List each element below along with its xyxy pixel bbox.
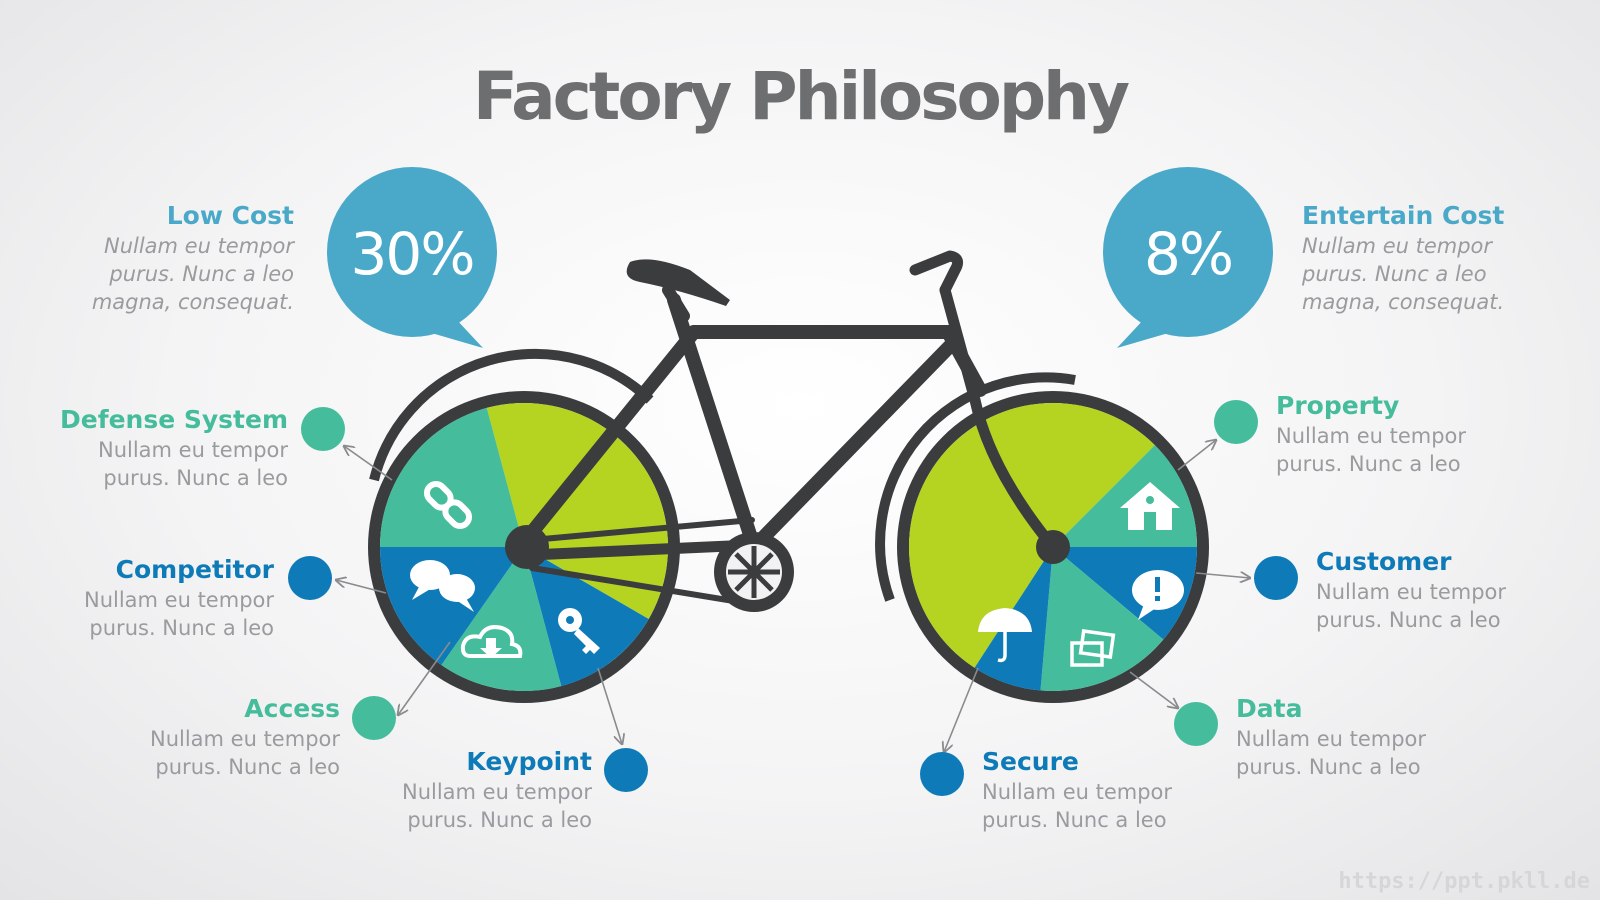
key-icon (558, 608, 600, 654)
entertain-cost-heading: Entertain Cost (1302, 201, 1505, 230)
property-label: Property Nullam eu tempor purus. Nunc a … (1276, 390, 1466, 478)
secure-desc: Nullam eu tempor purus. Nunc a leo (982, 780, 1173, 832)
defense-system-label: Defense System Nullam eu tempor purus. N… (60, 404, 288, 492)
connector-arrows (336, 440, 1250, 752)
cloud-download-icon (460, 625, 523, 658)
data-desc: Nullam eu tempor purus. Nunc a leo (1236, 727, 1427, 779)
entertain-cost-desc: Nullam eu tempor purus. Nunc a leo magna… (1302, 234, 1505, 314)
entertain-cost-label: Entertain Cost Nullam eu tempor purus. N… (1302, 200, 1504, 316)
keypoint-desc: Nullam eu tempor purus. Nunc a leo (401, 780, 592, 832)
data-dot (1174, 702, 1218, 746)
customer-heading: Customer (1316, 547, 1452, 576)
entertain-cost-bubble (1103, 167, 1273, 348)
rear-hub (505, 525, 549, 569)
saddle (626, 259, 730, 306)
alert-speech-icon (1132, 570, 1184, 620)
chat-bubbles-icon (410, 560, 475, 612)
data-label: Data Nullam eu tempor purus. Nunc a leo (1236, 693, 1426, 781)
bicycle-frame (513, 250, 1059, 607)
customer-label: Customer Nullam eu tempor purus. Nunc a … (1316, 546, 1506, 634)
low-cost-desc: Nullam eu tempor purus. Nunc a leo magna… (91, 234, 294, 314)
rear-slice-defense (380, 407, 524, 547)
page-title: Factory Philosophy (472, 58, 1130, 135)
keypoint-dot (604, 748, 648, 792)
item-dots (288, 400, 1298, 796)
competitor-desc: Nullam eu tempor purus. Nunc a leo (83, 588, 274, 640)
low-cost-label: Low Cost Nullam eu tempor purus. Nunc a … (92, 200, 294, 316)
secure-dot (920, 752, 964, 796)
umbrella-icon (978, 608, 1032, 663)
competitor-heading: Competitor (115, 555, 274, 584)
low-cost-percent: 30% (350, 220, 476, 288)
photos-icon (1070, 629, 1116, 667)
competitor-label: Competitor Nullam eu tempor purus. Nunc … (84, 554, 274, 642)
property-dot (1214, 400, 1258, 444)
front-slice-lime (909, 403, 1155, 668)
defense-system-heading: Defense System (59, 405, 288, 434)
data-heading: Data (1236, 694, 1303, 723)
secure-heading: Secure (982, 747, 1079, 776)
rear-slice-keypoint (524, 547, 649, 687)
competitor-dot (288, 556, 332, 600)
low-cost-bubble (327, 167, 497, 348)
defense-system-dot (301, 407, 345, 451)
customer-dot (1254, 556, 1298, 600)
entertain-cost-percent: 8% (1143, 220, 1234, 288)
access-desc: Nullam eu tempor purus. Nunc a leo (149, 727, 340, 779)
low-cost-heading: Low Cost (166, 201, 294, 230)
access-label: Access Nullam eu tempor purus. Nunc a le… (150, 693, 340, 781)
chainring (714, 532, 794, 612)
front-hub (1036, 530, 1070, 564)
access-dot (352, 696, 396, 740)
defense-system-desc: Nullam eu tempor purus. Nunc a leo (97, 438, 288, 490)
rear-slice-lime (486, 403, 668, 619)
secure-label: Secure Nullam eu tempor purus. Nunc a le… (982, 746, 1172, 834)
property-desc: Nullam eu tempor purus. Nunc a leo (1276, 424, 1467, 476)
access-heading: Access (244, 694, 340, 723)
house-icon (1120, 482, 1180, 530)
keypoint-label: Keypoint Nullam eu tempor purus. Nunc a … (402, 746, 592, 834)
keypoint-heading: Keypoint (466, 747, 592, 776)
customer-desc: Nullam eu tempor purus. Nunc a leo (1316, 580, 1507, 632)
watermark: https://ppt.pkll.de (1338, 869, 1590, 894)
property-heading: Property (1276, 391, 1400, 420)
